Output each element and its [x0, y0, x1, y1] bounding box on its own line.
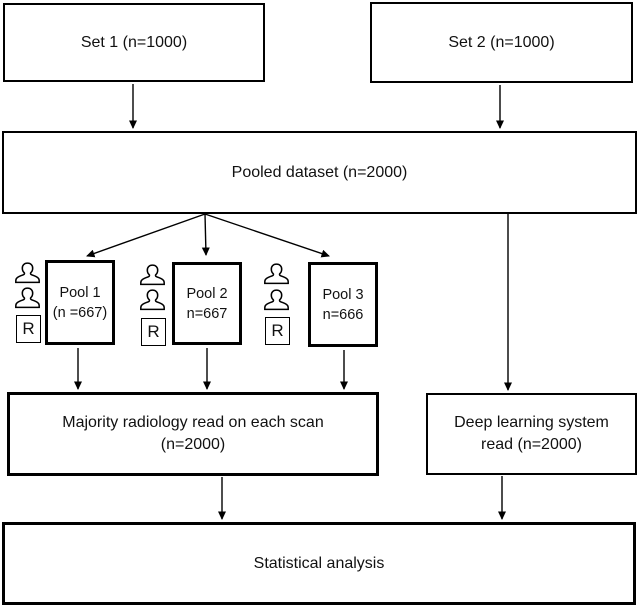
node-majority-read: Majority radiology read on each scan (n=… [7, 392, 379, 476]
node-pool3: Pool 3 n=666 [308, 262, 378, 347]
node-set2: Set 2 (n=1000) [370, 2, 633, 83]
node-statistical-analysis-label: Statistical analysis [253, 554, 385, 572]
node-majority-read-line2: (n=2000) [160, 436, 226, 453]
person-icon [14, 262, 41, 284]
person-icon [139, 264, 166, 286]
person-icon [14, 287, 41, 309]
radiologist-r-label: R [147, 322, 160, 341]
arrow-pooled-to-pool2 [201, 213, 210, 256]
person-icon [139, 289, 166, 311]
node-deep-learning-read-line2: read (n=2000) [481, 436, 582, 453]
readers-pool3: R [262, 261, 292, 348]
node-set2-label: Set 2 (n=1000) [448, 33, 555, 51]
radiologist-r-icon: R [141, 318, 166, 346]
node-statistical-analysis: Statistical analysis [2, 522, 636, 605]
node-majority-read-line1: Majority radiology read on each scan [62, 414, 324, 431]
node-pooled-dataset: Pooled dataset (n=2000) [2, 131, 637, 214]
radiologist-r-icon: R [265, 317, 290, 345]
radiologist-r-label: R [271, 321, 284, 340]
node-pool1-count: (n =667) [52, 304, 108, 321]
node-pool1-title: Pool 1 [59, 284, 101, 301]
node-pool2-count: n=667 [186, 305, 228, 322]
readers-pool2: R [138, 262, 168, 348]
person-icon [263, 263, 290, 285]
arrow-pooled-to-pool1 [86, 213, 206, 258]
node-pool3-count: n=666 [322, 306, 364, 323]
node-pool2: Pool 2 n=667 [172, 262, 242, 345]
radiologist-r-icon: R [16, 315, 41, 343]
person-icon [263, 289, 290, 311]
node-pool1: Pool 1 (n =667) [45, 260, 115, 345]
arrow-pooled-to-pool3 [204, 213, 330, 258]
node-pool2-title: Pool 2 [186, 285, 228, 302]
radiologist-r-label: R [22, 319, 35, 338]
node-deep-learning-read: Deep learning system read (n=2000) [426, 393, 637, 475]
readers-pool1: R [13, 260, 43, 345]
node-deep-learning-read-line1: Deep learning system [454, 414, 609, 431]
node-set1-label: Set 1 (n=1000) [80, 33, 188, 51]
node-pool3-title: Pool 3 [322, 286, 364, 303]
node-pooled-dataset-label: Pooled dataset (n=2000) [231, 163, 408, 181]
node-set1: Set 1 (n=1000) [3, 3, 265, 82]
